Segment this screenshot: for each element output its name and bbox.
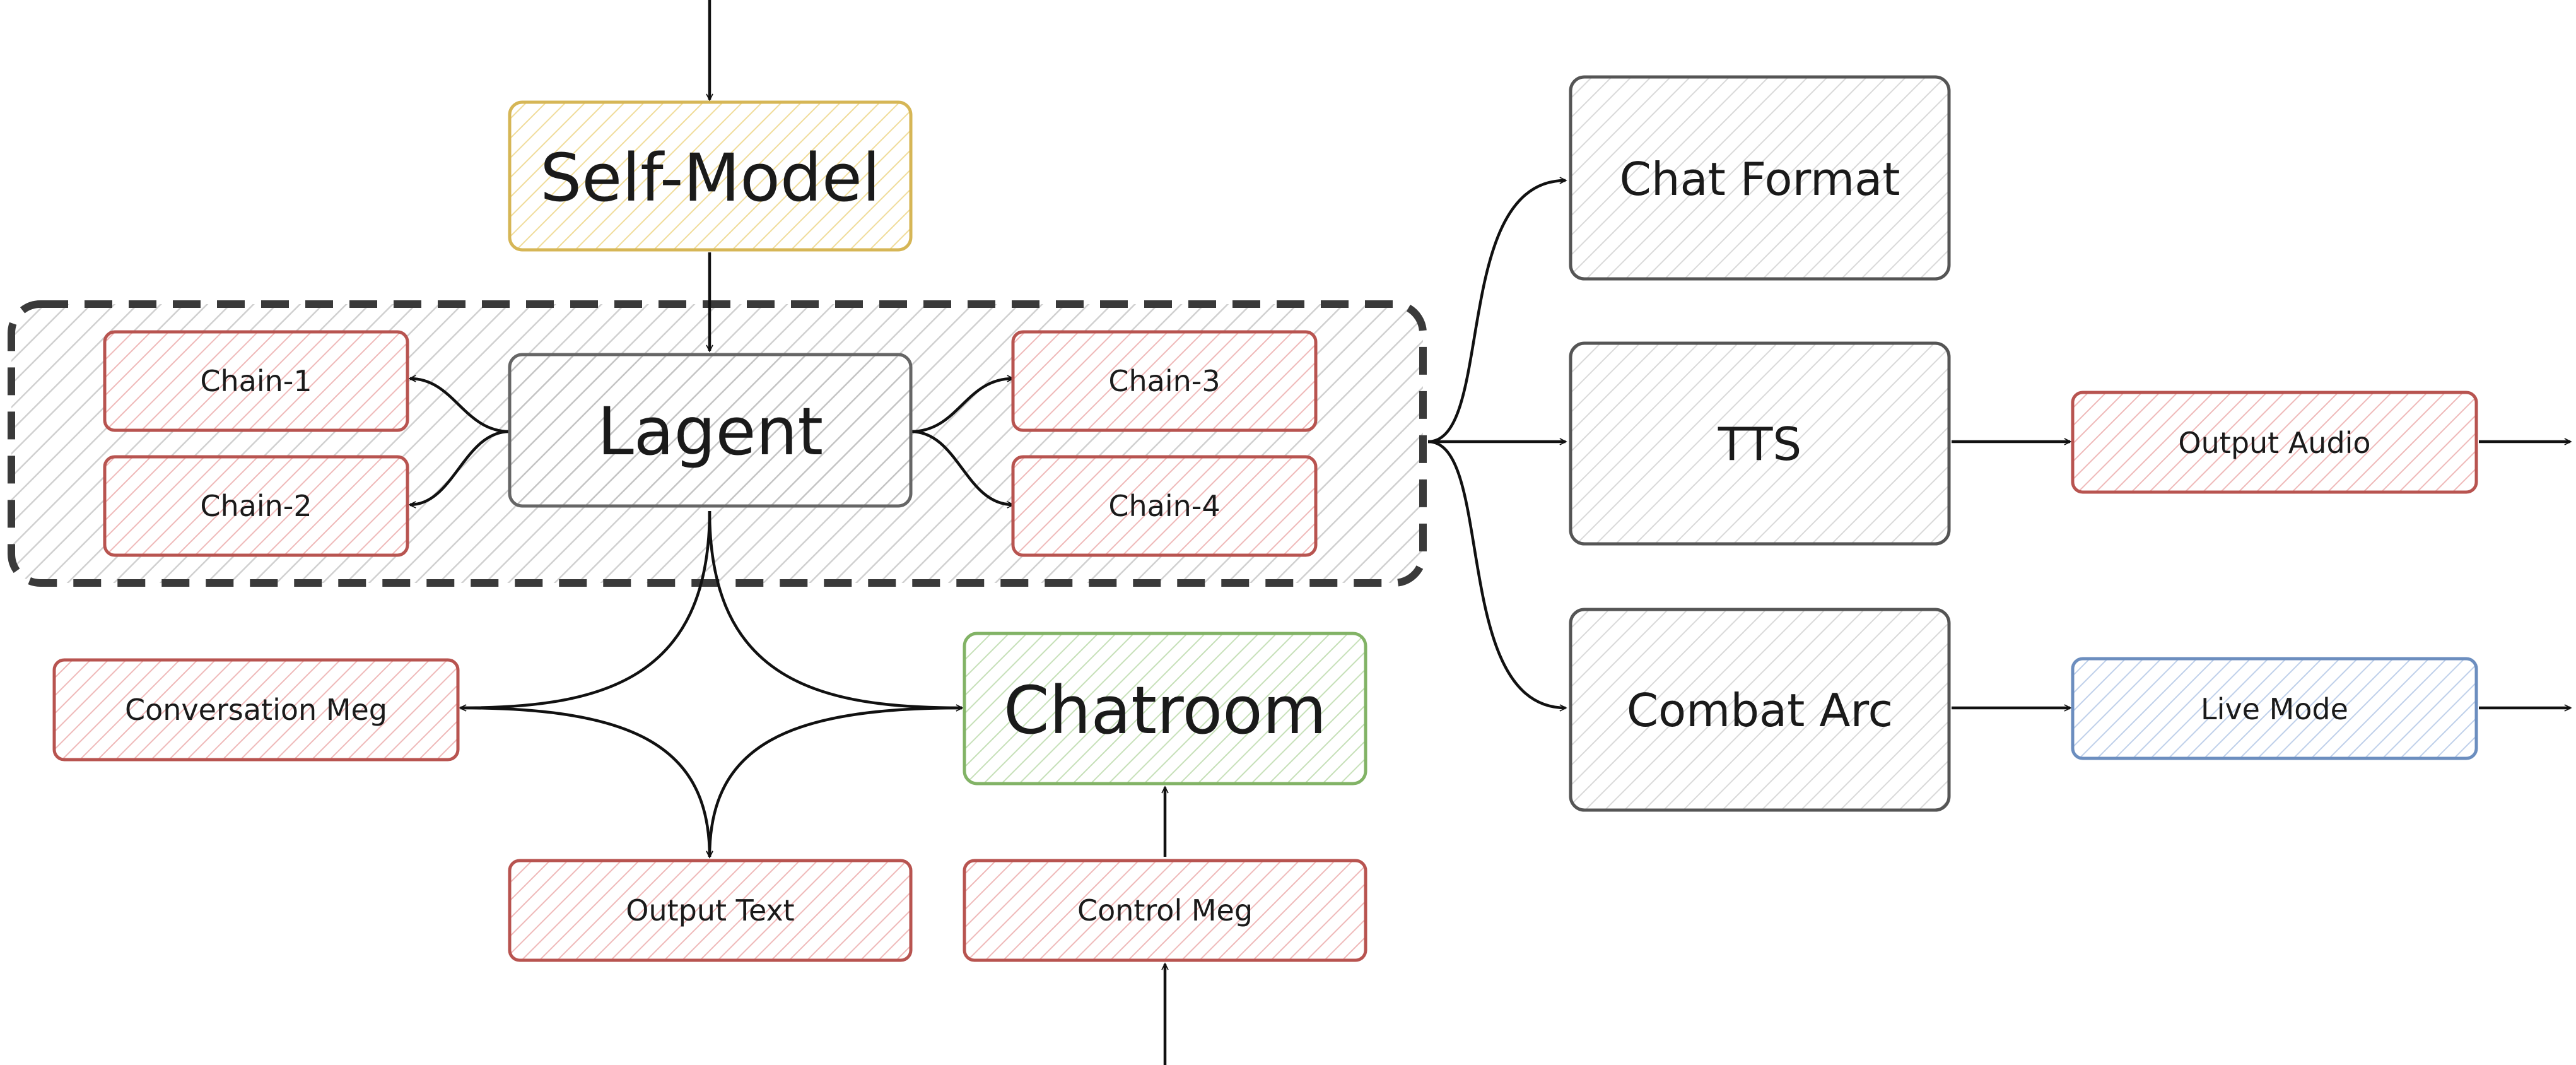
arrow-conversation-to-output-text: [460, 706, 713, 859]
live-mode-node: Live Mode: [2071, 657, 2478, 760]
tts-label: TTS: [1718, 418, 1801, 471]
lagent-label: Lagent: [597, 393, 823, 470]
connectors: [408, 0, 2572, 1065]
chat-format-node: Chat Format: [1569, 75, 1951, 281]
chain-3-node: Chain-3: [1011, 330, 1318, 432]
control-meg-label: Control Meg: [1077, 893, 1253, 927]
chain-4-label: Chain-4: [1108, 489, 1220, 523]
self-model-label: Self-Model: [540, 139, 881, 216]
arrow-group-to-combat-arc: [1427, 440, 1567, 712]
arrow-lagent-to-conversation-meg: [459, 510, 711, 712]
arrow-lagent-to-chain-4: [910, 430, 1015, 509]
chatroom-label: Chatroom: [1004, 672, 1326, 749]
arrow-chatroom-to-output-text: [706, 706, 963, 859]
output-text-node: Output Text: [508, 859, 913, 962]
lagent-node: Lagent: [508, 353, 913, 508]
arrow-lagent-to-chain-2: [408, 430, 510, 509]
output-audio-node: Output Audio: [2071, 391, 2478, 494]
chatroom-node: Chatroom: [963, 632, 1367, 786]
live-mode-label: Live Mode: [2201, 692, 2348, 726]
chain-2-label: Chain-2: [200, 489, 312, 523]
control-meg-node: Control Meg: [963, 859, 1367, 962]
chat-format-label: Chat Format: [1620, 153, 1900, 206]
output-audio-label: Output Audio: [2178, 426, 2370, 460]
chain-1-label: Chain-1: [200, 364, 312, 398]
combat-arc-label: Combat Arc: [1627, 684, 1893, 737]
arrow-lagent-to-chain-3: [910, 375, 1015, 433]
combat-arc-node: Combat Arc: [1569, 608, 1951, 812]
conversation-meg-label: Conversation Meg: [125, 693, 387, 727]
self-model-node: Self-Model: [508, 100, 913, 252]
output-text-label: Output Text: [626, 893, 794, 927]
chain-1-node: Chain-1: [103, 330, 409, 432]
arrow-lagent-to-chain-1: [408, 375, 510, 433]
chain-3-label: Chain-3: [1108, 364, 1220, 398]
chain-4-node: Chain-4: [1011, 455, 1318, 557]
chain-2-node: Chain-2: [103, 455, 409, 557]
arrow-group-to-chat-format: [1427, 177, 1567, 444]
tts-node: TTS: [1569, 341, 1951, 546]
arrow-lagent-to-chatroom: [708, 510, 964, 712]
conversation-meg-node: Conversation Meg: [52, 658, 460, 762]
